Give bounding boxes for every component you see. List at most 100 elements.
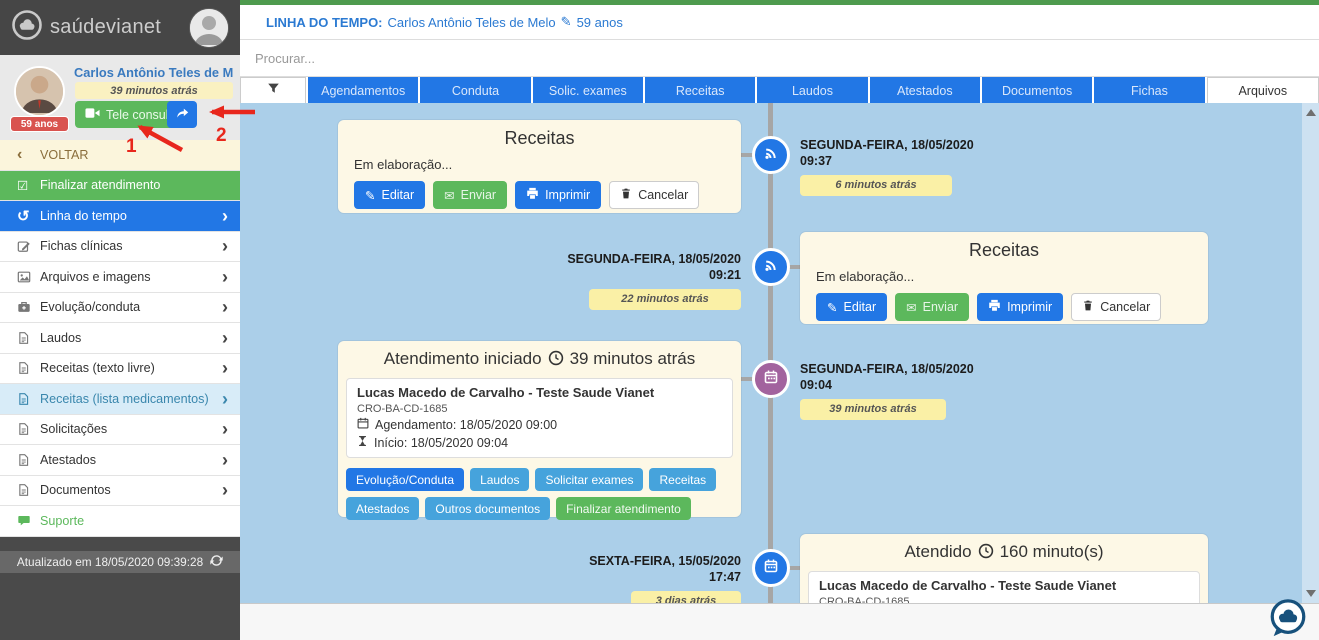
patient-panel: 59 anos Carlos Antônio Teles de M 39 min… [0, 55, 240, 140]
sidebar-item-solicitacoes[interactable]: Solicitações › [0, 414, 240, 445]
cancel-button[interactable]: Cancelar [1071, 293, 1162, 321]
search-input[interactable] [240, 40, 1319, 76]
solicitar-exames-button[interactable]: Solicitar exames [535, 468, 644, 492]
timestamp-time: 09:04 [800, 378, 832, 393]
atestados-button[interactable]: Atestados [346, 497, 420, 521]
video-camera-icon [85, 107, 100, 122]
card-title: Atendimento iniciado [383, 349, 542, 368]
send-button[interactable]: ✉Enviar [895, 293, 970, 321]
timeline-connector [787, 265, 803, 269]
timeline-content: Receitas Em elaboração... ✎Editar ✉Envia… [240, 103, 1319, 603]
evolucao-conduta-button[interactable]: Evolução/Conduta [346, 468, 465, 492]
timeline-card-receitas-2: Receitas Em elaboração... ✎Editar ✉Envia… [800, 232, 1208, 324]
user-avatar[interactable] [189, 7, 229, 48]
tab-laudos[interactable]: Laudos [757, 77, 868, 105]
patient-age-badge: 59 anos [11, 117, 68, 131]
chevron-right-icon: › [222, 297, 228, 318]
tab-documentos[interactable]: Documentos [981, 77, 1093, 105]
send-button[interactable]: ✉Enviar [433, 181, 508, 209]
print-button[interactable]: Imprimir [977, 293, 1064, 321]
refresh-icon[interactable] [210, 554, 223, 570]
sidebar-item-linha-do-tempo[interactable]: ↺ Linha do tempo › [0, 201, 240, 232]
medical-case-icon [17, 300, 40, 314]
tab-atestados[interactable]: Atestados [869, 77, 980, 105]
chevron-right-icon: › [222, 358, 228, 379]
card-title-suffix: 39 minutos atrás [569, 349, 696, 368]
file-text-icon [17, 422, 40, 436]
sidebar-item-finalizar-atendimento[interactable]: ☑ Finalizar atendimento [0, 170, 240, 201]
cancel-button[interactable]: Cancelar [609, 181, 700, 209]
image-icon [17, 270, 40, 284]
page-title: LINHA DO TEMPO: [266, 14, 383, 30]
appointment-details: Lucas Macedo de Carvalho - Teste Saude V… [346, 378, 733, 459]
timestamp-date: SEGUNDA-FEIRA, 18/05/2020 [800, 138, 974, 152]
file-text-icon [17, 361, 40, 375]
file-text-icon [17, 453, 40, 467]
sidebar-item-evolucao-conduta[interactable]: Evolução/conduta › [0, 292, 240, 323]
sidebar-menu: ‹ VOLTAR ☑ Finalizar atendimento ↺ Linha… [0, 140, 240, 537]
sidebar-footer: Atualizado em 18/05/2020 09:39:28 [0, 537, 240, 640]
filter-tab[interactable] [240, 77, 306, 105]
share-button[interactable] [167, 101, 197, 128]
envelope-icon: ✉ [906, 300, 917, 315]
tab-fichas[interactable]: Fichas [1094, 77, 1205, 105]
timestamp-ago-badge: 6 minutos atrás [800, 174, 952, 196]
vertical-scrollbar[interactable] [1302, 103, 1319, 603]
professional-registry: CRO-BA-CD-1685 [819, 595, 910, 603]
tab-agendamentos[interactable]: Agendamentos [308, 77, 419, 105]
timestamp-time: 09:21 [709, 268, 741, 283]
chevron-left-icon: ‹ [17, 145, 23, 163]
timeline-node-rss [752, 136, 790, 174]
finalizar-atendimento-button[interactable]: Finalizar atendimento [556, 497, 691, 521]
printer-icon [988, 299, 1001, 315]
edit-button[interactable]: ✎Editar [354, 181, 426, 209]
share-arrow-icon [175, 106, 190, 123]
tab-arquivos[interactable]: Arquivos [1206, 77, 1319, 105]
patient-last-activity-badge: 39 minutos atrás [75, 82, 233, 99]
outros-documentos-button[interactable]: Outros documentos [425, 497, 551, 521]
support-chat-logo[interactable] [1267, 597, 1309, 639]
sidebar-item-arquivos-imagens[interactable]: Arquivos e imagens › [0, 262, 240, 293]
rss-icon [763, 257, 779, 278]
chevron-right-icon: › [222, 388, 228, 409]
bottom-bar [240, 599, 1319, 640]
chevron-right-icon: › [222, 236, 228, 257]
sidebar-item-atestados[interactable]: Atestados › [0, 445, 240, 476]
sidebar-item-suporte[interactable]: Suporte [0, 506, 240, 537]
tab-solic-exames[interactable]: Solic. exames [532, 77, 643, 105]
header-patient-age: 59 anos [576, 14, 623, 30]
printer-icon [526, 187, 539, 203]
timeline-card-atendimento: Atendimento iniciado 39 minutos atrás Lu… [338, 341, 741, 521]
scroll-up-arrow-icon[interactable] [1305, 109, 1316, 116]
sidebar-item-laudos[interactable]: Laudos › [0, 323, 240, 354]
tab-receitas[interactable]: Receitas [644, 77, 756, 105]
clock-icon [978, 542, 994, 562]
print-button[interactable]: Imprimir [515, 181, 602, 209]
sidebar-item-receitas-lista-medicamentos[interactable]: Receitas (lista medicamentos) › [0, 384, 240, 415]
chat-bubble-icon [17, 514, 40, 527]
timestamp-ago-badge: 3 dias atrás [631, 590, 741, 603]
tab-conduta[interactable]: Conduta [420, 77, 531, 105]
edit-button[interactable]: ✎Editar [816, 293, 888, 321]
sidebar-item-documentos[interactable]: Documentos › [0, 475, 240, 506]
history-icon: ↺ [17, 207, 30, 225]
file-text-icon [17, 331, 40, 345]
pencil-icon[interactable]: ✎ [560, 14, 572, 29]
timestamp-ago-badge: 22 minutos atrás [589, 288, 741, 310]
pencil-icon: ✎ [827, 300, 838, 315]
card-title: Receitas [504, 128, 575, 148]
teleconsult-label: Tele consulta [106, 107, 179, 122]
scroll-down-arrow-icon[interactable] [1305, 590, 1316, 597]
timestamp-ago-badge: 39 minutos atrás [800, 398, 946, 420]
sidebar-item-voltar[interactable]: ‹ VOLTAR [0, 140, 240, 171]
brand-name: saúdevianet [50, 16, 162, 38]
start-datetime: Início: 18/05/2020 09:04 [374, 436, 509, 451]
receitas-button[interactable]: Receitas [649, 468, 717, 492]
sidebar-item-fichas-clinicas[interactable]: Fichas clínicas › [0, 231, 240, 262]
page-header: LINHA DO TEMPO: Carlos Antônio Teles de … [240, 5, 1319, 40]
laudos-button[interactable]: Laudos [470, 468, 530, 492]
sidebar-item-receitas-texto-livre[interactable]: Receitas (texto livre) › [0, 353, 240, 384]
timeline-connector [737, 377, 755, 381]
timeline-timestamp: SEGUNDA-FEIRA, 18/05/2020 09:37 6 minuto… [800, 137, 1020, 196]
